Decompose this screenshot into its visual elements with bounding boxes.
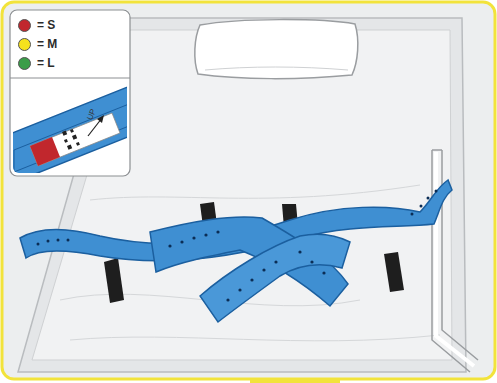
legend-text: = M	[37, 37, 57, 51]
legend-swatch	[18, 57, 31, 70]
legend-swatch	[18, 38, 31, 51]
legend-row: = L	[18, 55, 55, 71]
legend-row: = S	[18, 17, 55, 33]
legend-text: = S	[37, 18, 55, 32]
legend-row: = M	[18, 36, 57, 52]
legend-swatch	[18, 19, 31, 32]
legend-text: = L	[37, 56, 55, 70]
